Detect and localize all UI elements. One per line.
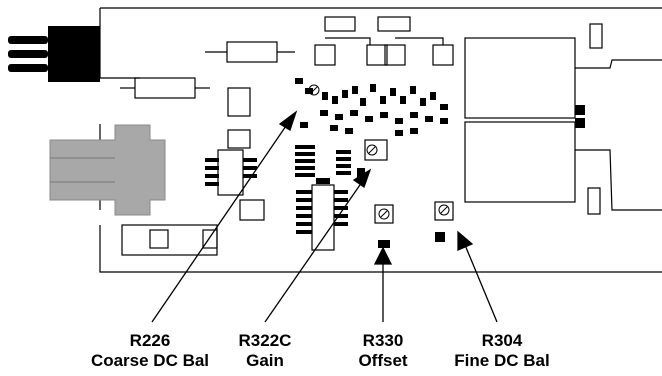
arrow-icon: [373, 246, 393, 265]
callout-ref: R322C: [238, 331, 292, 350]
leader-r322c: [264, 181, 363, 323]
right-module-bottom: [464, 121, 576, 203]
callout-r322c: R322C Gain: [225, 331, 305, 371]
leader-r226: [151, 122, 289, 323]
ic-left: [217, 149, 244, 196]
callout-r304: R304 Fine DC Bal: [442, 331, 562, 371]
ic-center: [311, 184, 335, 251]
resistor-left: [134, 77, 196, 99]
resistor-top-left: [226, 41, 278, 63]
callout-ref: R330: [362, 331, 404, 350]
callout-r330: R330 Offset: [343, 331, 423, 371]
callout-desc: Offset: [358, 351, 408, 370]
potentiometer-icon: [308, 84, 450, 220]
arrow-icon: [457, 230, 474, 251]
header-pins-icon: [8, 26, 100, 82]
leader-r304: [464, 244, 498, 323]
callout-ref: R226: [129, 331, 171, 350]
arrow-icon: [278, 110, 298, 131]
callout-desc: Gain: [246, 351, 284, 370]
right-module-top: [464, 37, 576, 119]
callout-desc: Fine DC Bal: [454, 351, 550, 370]
callout-desc: Coarse DC Bal: [90, 351, 210, 370]
callout-ref: R304: [481, 331, 523, 350]
callout-r226: R226 Coarse DC Bal: [60, 331, 240, 371]
arrow-icon: [352, 168, 372, 189]
bnc-connector-icon: [49, 124, 166, 216]
